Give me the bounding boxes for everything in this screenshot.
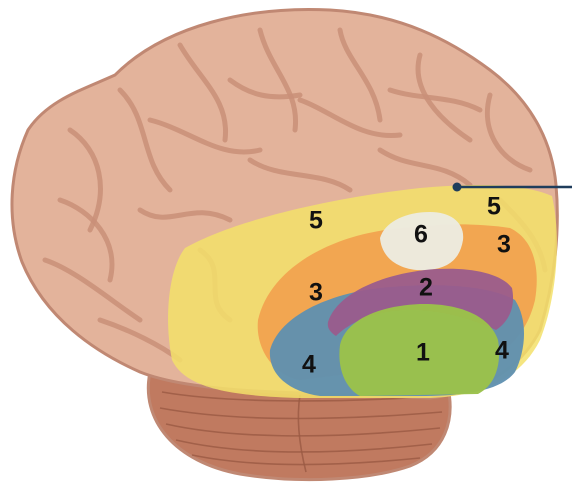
region-label: 4 <box>302 351 316 379</box>
region-6-area <box>380 212 464 271</box>
cerebellum <box>146 370 452 482</box>
visual-areas <box>168 185 557 398</box>
region-label: 5 <box>309 207 323 235</box>
region-label: 3 <box>497 231 511 259</box>
region-label: 6 <box>414 221 428 249</box>
pointer-dot <box>452 182 462 192</box>
region-1-area <box>339 303 500 396</box>
region-label: 1 <box>416 339 430 367</box>
pointer <box>452 182 572 192</box>
region-label: 2 <box>419 274 433 302</box>
region-label: 5 <box>487 193 501 221</box>
region-label: 4 <box>495 337 509 365</box>
region-2-area <box>327 268 514 336</box>
region-labels: 5 5 6 3 3 2 4 1 4 <box>302 193 511 379</box>
region-label: 3 <box>309 279 323 307</box>
cerebellum-folia <box>159 391 443 473</box>
